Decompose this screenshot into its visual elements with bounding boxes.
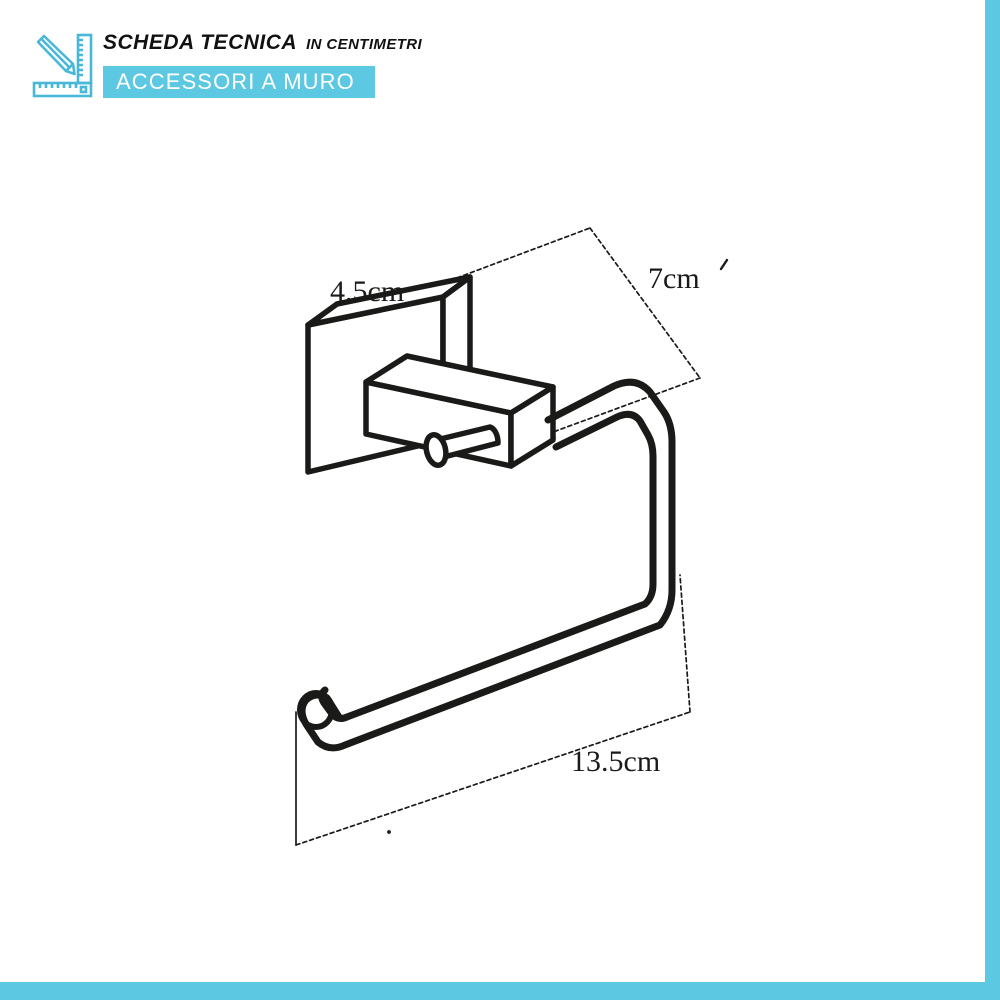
category-banner: ACCESSORI A MURO: [103, 66, 375, 98]
dimension-label-depth: 7cm: [648, 262, 700, 295]
length-dimension-dashes: [295, 574, 691, 846]
dimension-label-width: 4.5cm: [330, 275, 405, 308]
right-edge-accent-strip: [985, 0, 1000, 1000]
header: SCHEDA TECNICA IN CENTIMETRI ACCESSORI A …: [0, 0, 1000, 130]
bottom-edge-accent-strip: [0, 982, 1000, 1000]
header-text-block: SCHEDA TECNICA IN CENTIMETRI ACCESSORI A …: [103, 32, 422, 98]
dimension-label-length: 13.5cm: [571, 745, 661, 778]
category-banner-label: ACCESSORI A MURO: [116, 69, 355, 94]
header-title-line: SCHEDA TECNICA IN CENTIMETRI: [103, 32, 422, 58]
bar-end-tip: [297, 690, 335, 730]
page-subtitle: IN CENTIMETRI: [306, 36, 423, 53]
prime-tick-icon: [716, 258, 730, 272]
pencil-and-ruler-icon: [28, 30, 100, 102]
dimension-dot: [387, 830, 391, 834]
page-title: SCHEDA TECNICA: [103, 31, 298, 54]
cylindrical-rod: [423, 424, 501, 469]
